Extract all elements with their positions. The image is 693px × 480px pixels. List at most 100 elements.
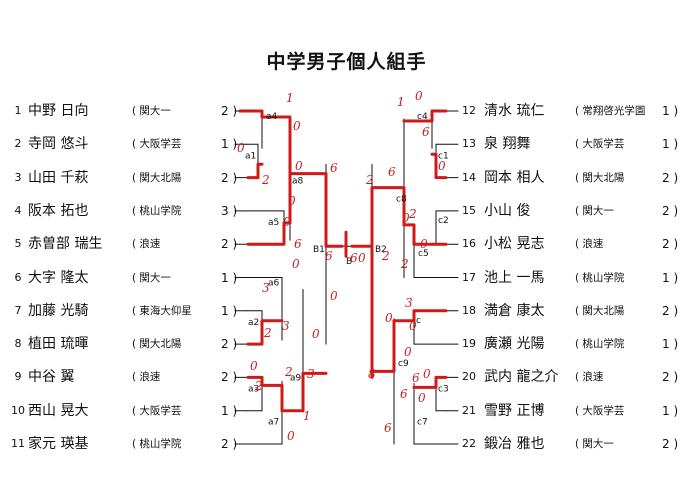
player-score: 3 ): [221, 203, 238, 218]
handwritten-score: 0: [288, 194, 296, 208]
handwritten-score: 0: [415, 89, 423, 103]
match-label: c7: [417, 418, 428, 428]
handwritten-score: 6: [412, 371, 420, 385]
player-school: ( 関大北陽: [132, 338, 182, 351]
handwritten-score: 0: [287, 429, 295, 443]
player-score: 2 ): [662, 170, 679, 185]
match-label: c8: [396, 195, 407, 205]
player-school: ( 関大一: [575, 204, 614, 217]
player-seed: 22: [462, 437, 476, 450]
player-school: ( 大阪学芸: [575, 404, 625, 417]
player-seed: 5: [14, 237, 22, 251]
player-seed: 18: [462, 303, 476, 317]
player-seed: 12: [462, 104, 476, 117]
player-name: 植田 琉暉: [28, 336, 89, 353]
handwritten-score: 1: [397, 95, 405, 109]
player-school: ( 浪速: [132, 238, 161, 251]
handwritten-score: 2: [365, 173, 374, 187]
player-seed: 13: [462, 137, 476, 151]
player-score: 2 ): [662, 437, 679, 451]
player-seed: 15: [462, 203, 476, 217]
match-label: a8: [292, 177, 304, 187]
player-score: 2 ): [221, 337, 238, 352]
player-seed: 14: [462, 170, 476, 184]
handwritten-score: 0: [312, 327, 320, 341]
page-title: 中学男子個人組手: [266, 51, 427, 73]
winner-path: [370, 309, 448, 373]
player-score: 2 ): [221, 370, 238, 385]
handwritten-score: 6: [350, 251, 358, 265]
player-seed: 8: [14, 337, 22, 351]
handwritten-score: 0: [420, 237, 428, 251]
player-school: ( 浪速: [132, 371, 161, 384]
player-school: ( 桃山学院: [575, 271, 625, 284]
match-label: c1: [438, 151, 449, 161]
player-score: 1 ): [662, 337, 679, 352]
player-school: ( 東海大仰星: [132, 304, 192, 317]
handwritten-score: 0: [237, 141, 245, 155]
player-name: 池上 一馬: [484, 269, 545, 286]
player-school: ( 大阪学芸: [132, 138, 182, 151]
handwritten-score: 0: [404, 345, 412, 359]
player-seed: 9: [14, 370, 22, 384]
player-seed: 11: [11, 437, 25, 450]
player-seed: 19: [462, 337, 476, 351]
match-label: B1: [313, 245, 325, 255]
handwritten-score: 1: [303, 409, 311, 423]
player-score: 1 ): [662, 270, 679, 285]
handwritten-score: 2: [261, 173, 270, 187]
winner-path: [402, 223, 448, 246]
player-name: 岡本 相人: [484, 169, 545, 186]
player-school: ( 関大一: [575, 438, 614, 450]
handwritten-score: 8: [368, 367, 376, 381]
player-seed: 20: [462, 370, 476, 384]
winner-path: [301, 371, 328, 413]
player-name: 小松 晃志: [484, 236, 545, 253]
handwritten-score: 2: [284, 365, 293, 379]
player-score: 1 ): [662, 403, 679, 418]
player-score: 1 ): [662, 137, 679, 152]
player-name: 清水 琉仁: [484, 103, 545, 119]
handwritten-score: 0: [283, 215, 291, 229]
player-school: ( 大阪学芸: [132, 404, 182, 417]
player-name: 阪本 拓也: [28, 202, 89, 219]
handwritten-score: 0: [250, 359, 258, 373]
handwritten-score: 6: [294, 237, 302, 251]
player-name: 赤曽部 瑞生: [28, 236, 103, 253]
player-name: 小山 俊: [484, 202, 531, 219]
match-label: a1: [245, 151, 256, 161]
player-school: ( 浪速: [575, 238, 604, 251]
match-label: a7: [268, 418, 279, 428]
handwritten-score: 2: [381, 249, 390, 263]
handwritten-score: 6: [384, 421, 392, 435]
player-seed: 16: [462, 237, 476, 251]
player-score: 2 ): [221, 237, 238, 252]
player-name: 中野 日向: [28, 103, 89, 119]
player-score: 2 ): [662, 370, 679, 385]
player-name: 廣瀬 光陽: [484, 336, 545, 353]
player-school: ( 浪速: [575, 371, 604, 384]
handwritten-score: 3: [282, 319, 290, 333]
player-school: ( 桃山学院: [132, 204, 182, 217]
player-seed: 3: [14, 170, 22, 184]
handwritten-score: 0: [295, 159, 303, 173]
player-name: 山田 千萩: [28, 169, 89, 186]
player-row: 8 植田 琉暉 ( 関大北陽 2 ): [0, 333, 693, 355]
player-score: 1 ): [221, 403, 238, 418]
handwritten-score: 1: [286, 91, 294, 105]
player-name: 加藤 光騎: [28, 302, 89, 319]
player-seed: 2: [14, 137, 22, 151]
